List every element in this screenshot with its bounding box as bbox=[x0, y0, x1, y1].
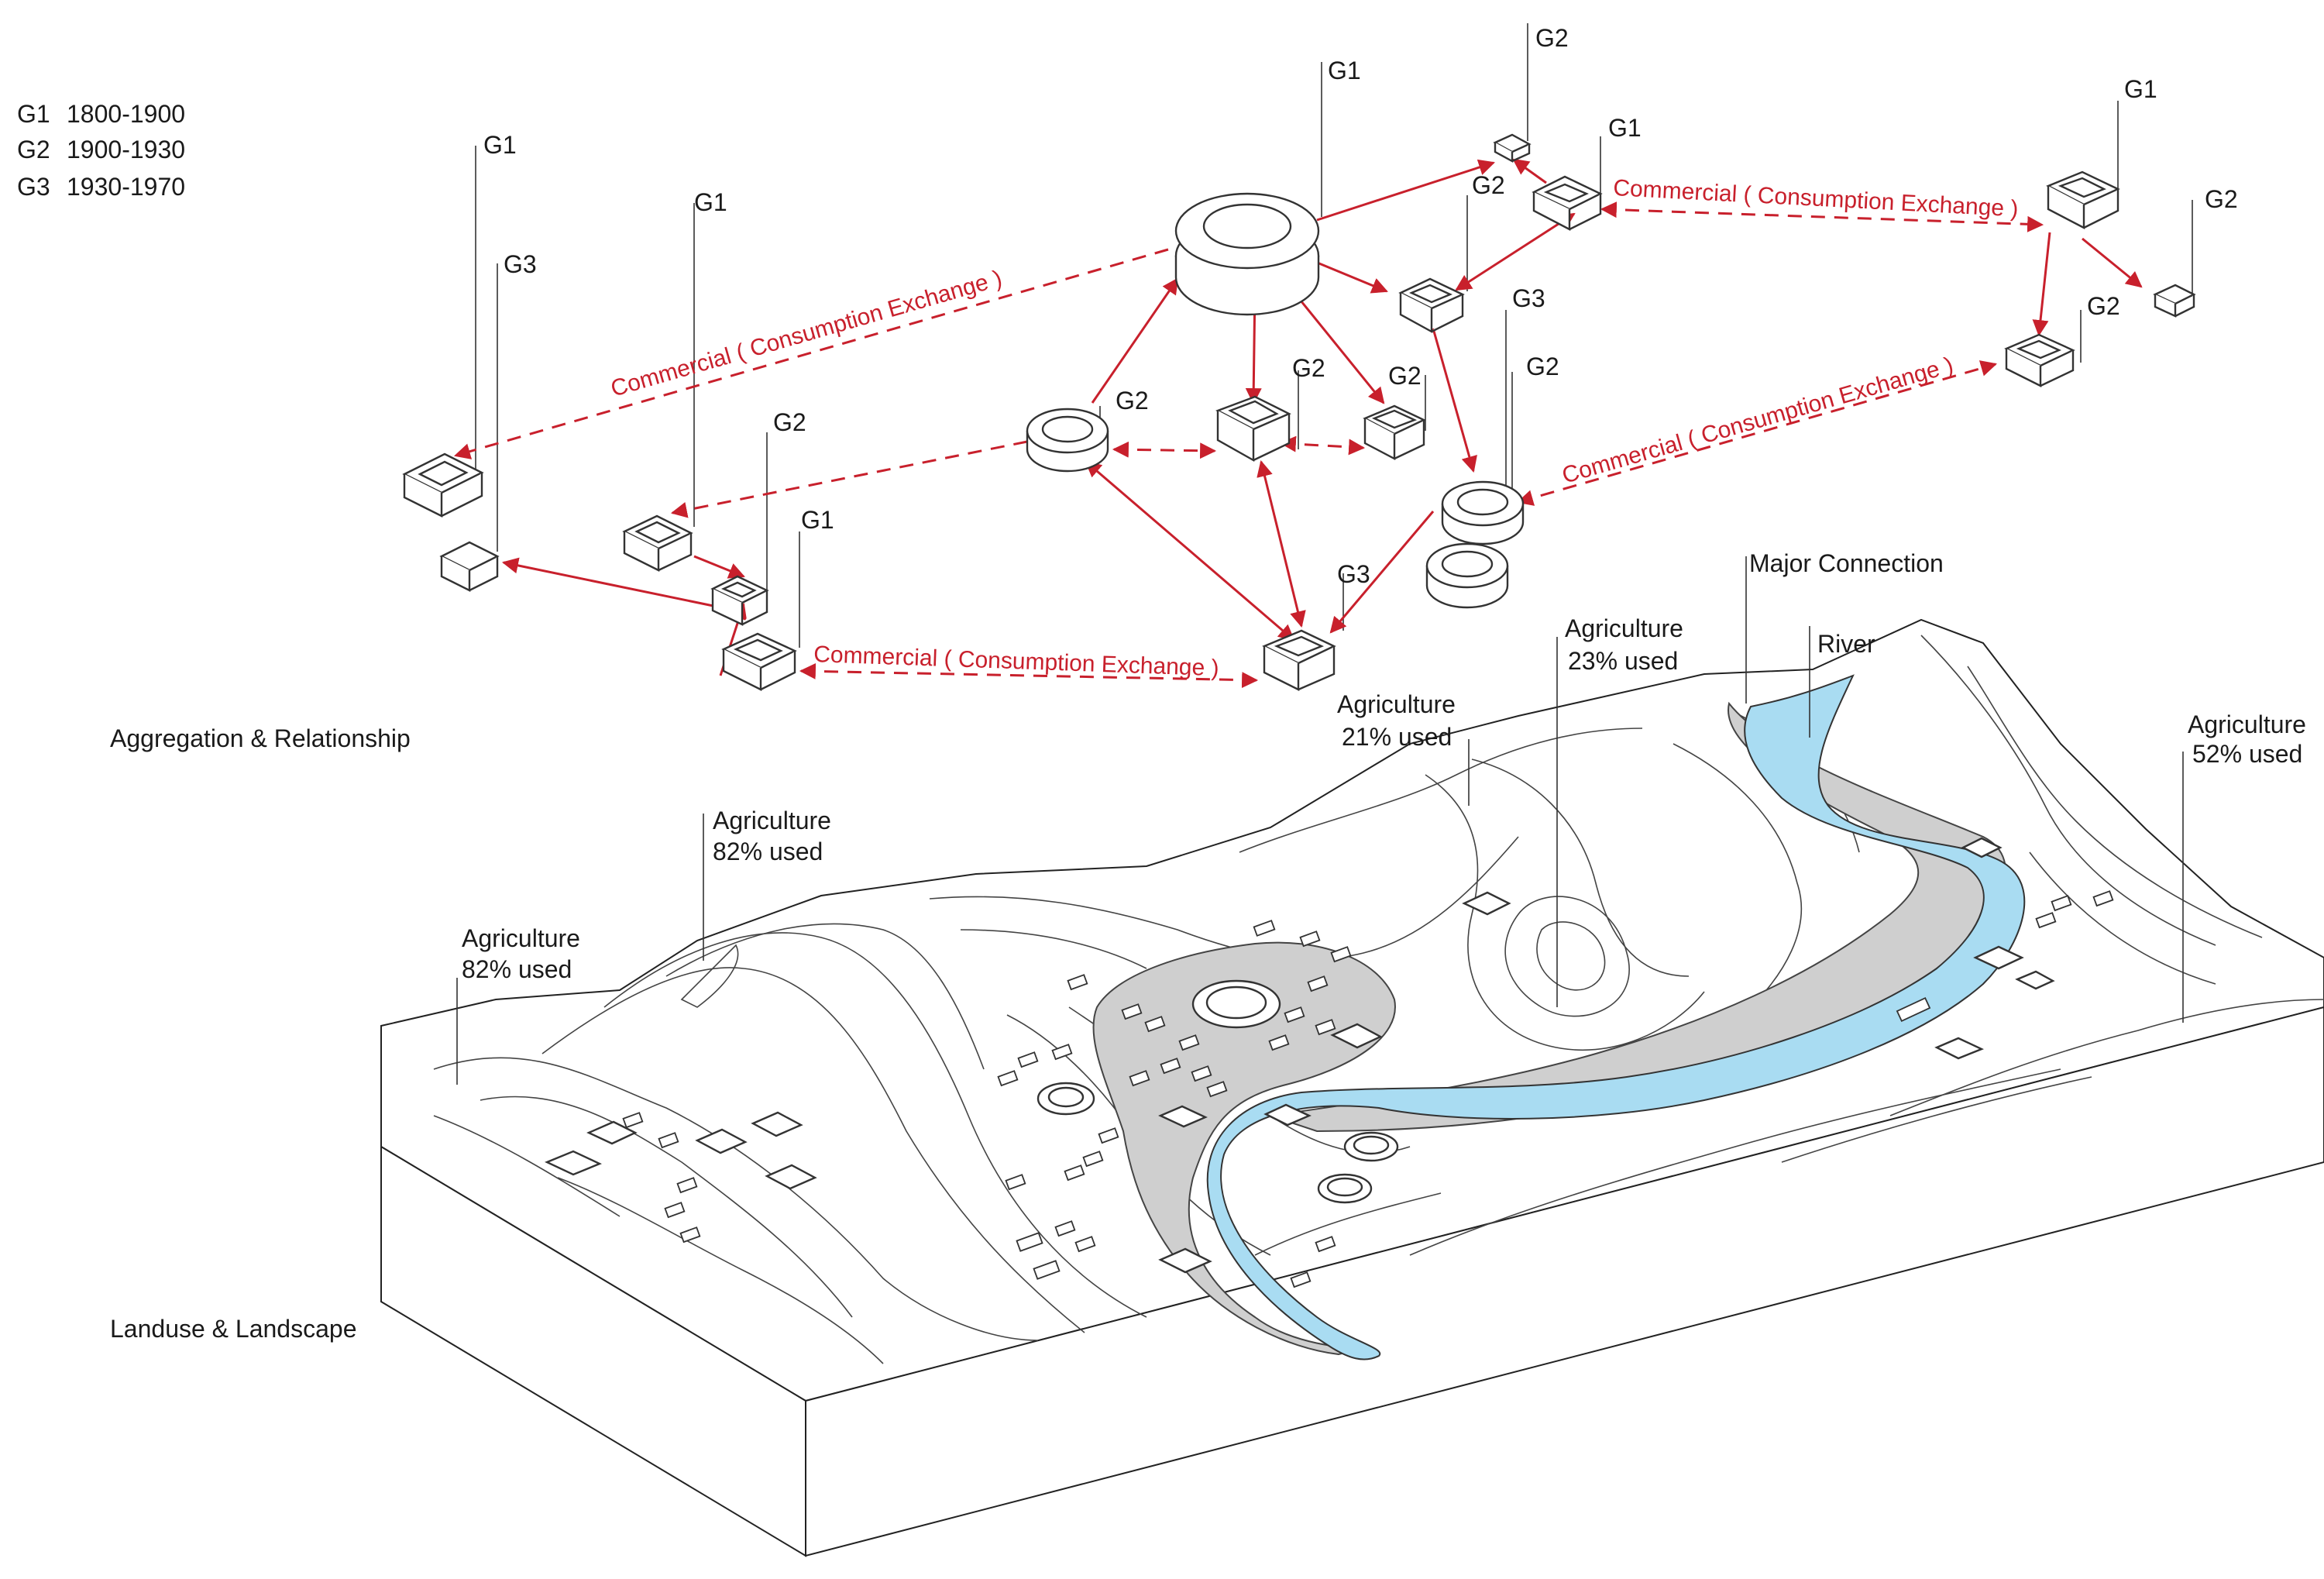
svg-text:Agriculture: Agriculture bbox=[713, 807, 831, 834]
commercial-dashed-links bbox=[453, 201, 2044, 689]
legend-code-g1: G1 bbox=[17, 100, 50, 128]
svg-text:23% used: 23% used bbox=[1568, 647, 1678, 675]
terrain-block bbox=[380, 618, 2324, 1557]
svg-text:82% used: 82% used bbox=[713, 838, 823, 865]
building-g3-ring-pair bbox=[1425, 480, 1525, 609]
tag-g2: G2 bbox=[1116, 387, 1149, 415]
legend: G1 1800-1900 G2 1900-1930 G3 1930-1970 bbox=[17, 100, 185, 201]
relationship-arrows bbox=[501, 158, 2143, 676]
section-title-aggregation: Aggregation & Relationship bbox=[110, 724, 411, 752]
building-g3-box bbox=[1262, 629, 1336, 691]
svg-text:Agriculture: Agriculture bbox=[1337, 690, 1456, 718]
section-title-landuse: Landuse & Landscape bbox=[110, 1315, 356, 1343]
legend-period-g1: 1800-1900 bbox=[67, 100, 185, 128]
building-g2-box bbox=[1363, 404, 1426, 460]
tag-g1: G1 bbox=[483, 131, 517, 159]
label-river: River bbox=[1817, 630, 1875, 658]
building-g1-box bbox=[402, 452, 484, 518]
svg-text:82% used: 82% used bbox=[462, 955, 572, 983]
label-agriculture-left: Agriculture 82% used bbox=[713, 807, 831, 865]
tag-g1: G1 bbox=[1608, 114, 1642, 142]
building-g2-small-box bbox=[2153, 284, 2196, 318]
tag-g1: G1 bbox=[1328, 57, 1361, 84]
tag-g3: G3 bbox=[504, 250, 537, 278]
building-g2-box bbox=[710, 575, 769, 626]
svg-text:21% used: 21% used bbox=[1342, 723, 1452, 751]
tag-g3: G3 bbox=[1512, 284, 1545, 312]
svg-text:Agriculture: Agriculture bbox=[462, 924, 580, 952]
svg-text:52% used: 52% used bbox=[2192, 740, 2302, 768]
legend-period-g3: 1930-1970 bbox=[67, 173, 185, 201]
label-agriculture-center: Agriculture 23% used bbox=[1565, 614, 1683, 675]
label-agriculture-far-left: Agriculture 82% used bbox=[462, 924, 580, 983]
settlement-area bbox=[1092, 941, 1396, 1356]
tag-g2: G2 bbox=[1388, 362, 1422, 390]
commercial-label: Commercial ( Consumption Exchange ) bbox=[608, 266, 1005, 402]
tag-g3: G3 bbox=[1337, 560, 1370, 588]
tag-g1: G1 bbox=[2124, 75, 2157, 103]
legend-code-g2: G2 bbox=[17, 136, 50, 163]
building-g2-small-box bbox=[1493, 133, 1532, 163]
label-agriculture-mid: Agriculture 21% used bbox=[1337, 690, 1456, 751]
leader-lines-top bbox=[475, 23, 2193, 648]
tag-g2: G2 bbox=[1292, 354, 1325, 382]
building-g2-ring bbox=[1026, 408, 1109, 473]
building-g2-box bbox=[1398, 277, 1465, 334]
label-agriculture-right: Agriculture 52% used bbox=[2188, 710, 2306, 768]
commercial-label: Commercial ( Consumption Exchange ) bbox=[1613, 175, 2020, 222]
building-g1-box bbox=[721, 632, 797, 691]
legend-period-g2: 1900-1930 bbox=[67, 136, 185, 163]
tag-g1: G1 bbox=[801, 506, 834, 534]
building-g2-box bbox=[2004, 333, 2075, 387]
svg-text:Agriculture: Agriculture bbox=[2188, 710, 2306, 738]
tag-g1: G1 bbox=[694, 188, 727, 216]
building-g1-box bbox=[622, 514, 693, 572]
label-major-connection: Major Connection bbox=[1749, 549, 1944, 577]
tag-g2: G2 bbox=[2205, 185, 2238, 213]
legend-code-g3: G3 bbox=[17, 173, 50, 201]
building-g3-box bbox=[439, 541, 500, 592]
tag-g2: G2 bbox=[773, 408, 806, 436]
tag-g2: G2 bbox=[1526, 353, 1559, 380]
building-g1-large-ring bbox=[1174, 192, 1320, 316]
building-g1-box bbox=[2046, 170, 2120, 229]
landscape-leader-lines bbox=[456, 556, 2184, 1085]
tag-g2: G2 bbox=[2087, 292, 2120, 320]
generation-tags: G1 G3 G1 G2 G1 G2 G1 G2 G2 G3 G2 G1 G2 G… bbox=[483, 24, 2238, 588]
river bbox=[1206, 674, 2026, 1361]
building-g2-box bbox=[1215, 395, 1291, 463]
commercial-label: Commercial ( Consumption Exchange ) bbox=[1559, 353, 1956, 489]
tag-g2: G2 bbox=[1535, 24, 1569, 52]
tag-g2: G2 bbox=[1472, 171, 1505, 199]
building-g1-box bbox=[1532, 175, 1603, 231]
svg-text:Agriculture: Agriculture bbox=[1565, 614, 1683, 642]
